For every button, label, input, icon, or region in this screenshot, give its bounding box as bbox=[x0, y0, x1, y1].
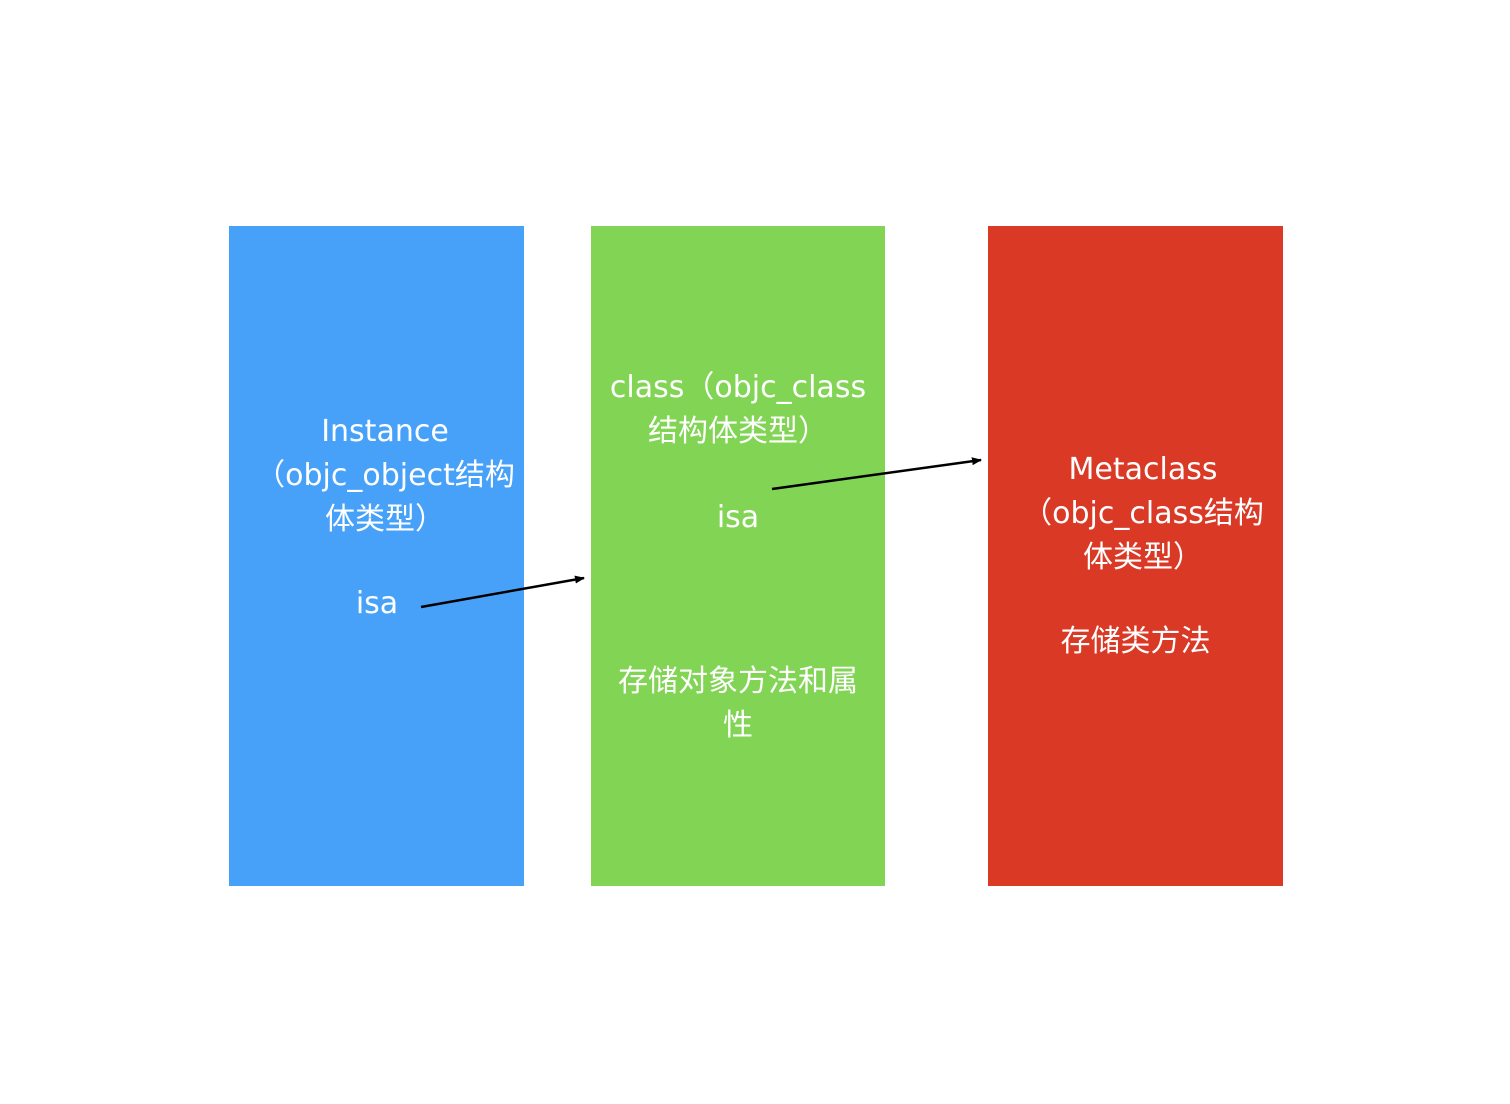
class-title: class（objc_class 结构体类型） bbox=[609, 370, 867, 449]
class-box bbox=[591, 226, 885, 886]
metaclass-description: 存储类方法 bbox=[1060, 624, 1211, 659]
metaclass-box bbox=[988, 226, 1283, 886]
instance-title: Instance （objc_object结构 体类型） bbox=[255, 414, 515, 537]
class-isa-label: isa bbox=[716, 500, 760, 535]
class-description: 存储对象方法和属 性 bbox=[618, 664, 858, 743]
metaclass-title: Metaclass （objc_class结构 体类型） bbox=[1022, 452, 1264, 575]
instance-isa-label: isa bbox=[355, 586, 399, 621]
instance-box bbox=[229, 226, 524, 886]
